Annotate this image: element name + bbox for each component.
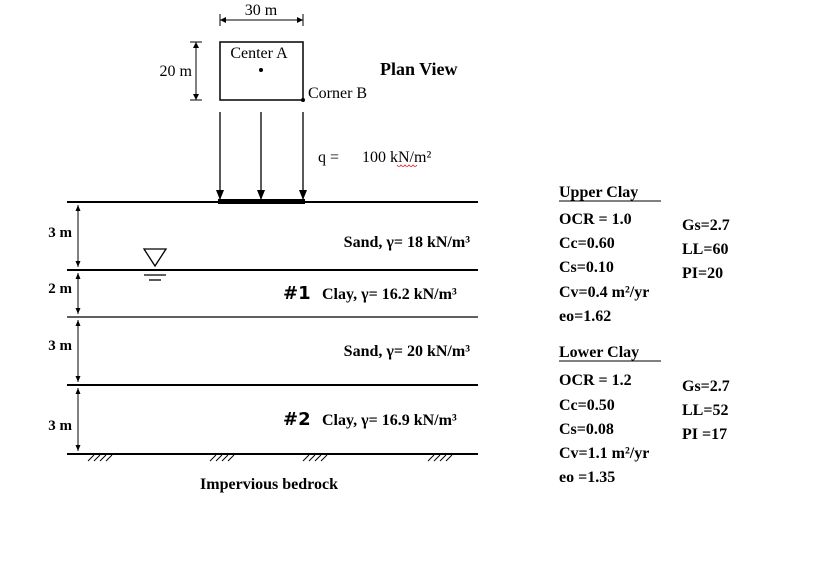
footing-plan [219, 41, 304, 101]
upper-cc: Cc=0.60 [559, 235, 615, 252]
upper-ocr: OCR = 1.0 [559, 211, 632, 228]
layer-4-number: #2 [283, 409, 311, 430]
height-label: 20 m [160, 63, 193, 80]
upper-gs: Gs=2.7 [682, 217, 730, 234]
depth-label-4: 3 m [48, 418, 72, 434]
footing-section [218, 199, 305, 204]
depth-label-1: 3 m [48, 225, 72, 241]
upper-cs: Cs=0.10 [559, 259, 614, 276]
q-label: q = [318, 149, 339, 166]
lower-ocr: OCR = 1.2 [559, 372, 632, 389]
upper-clay-properties: Upper Clay OCR = 1.0 Cc=0.60 Cs=0.10 Cv=… [559, 184, 730, 325]
upper-pi: PI=20 [682, 265, 723, 282]
layer-2-label: Clay, γ= 16.2 kN/m³ [322, 286, 457, 303]
depth-label-2: 2 m [48, 281, 72, 297]
lower-cv: Cv=1.1 m²/yr [559, 445, 649, 462]
upper-clay-heading: Upper Clay [559, 184, 638, 201]
layer-4-label: Clay, γ= 16.9 kN/m³ [322, 412, 457, 429]
lower-eo: eo =1.35 [559, 469, 615, 486]
layer-3-label: Sand, γ= 20 kN/m³ [344, 343, 471, 360]
lower-gs: Gs=2.7 [682, 378, 730, 395]
center-a-label: Center A [230, 45, 288, 62]
q-value: 100 kN/m² [362, 149, 431, 166]
corner-b-label: Corner B [308, 85, 367, 102]
lower-clay-properties: Lower Clay OCR = 1.2 Cc=0.50 Cs=0.08 Cv=… [559, 344, 730, 486]
soil-profile: Impervious bedrock 3 m 2 m 3 m 3 m Sand,… [48, 199, 478, 493]
lower-pi: PI =17 [682, 426, 727, 443]
layer-2-number: #1 [283, 283, 311, 304]
upper-ll: LL=60 [682, 241, 728, 258]
bedrock-label: Impervious bedrock [200, 476, 338, 493]
depth-label-3: 3 m [48, 338, 72, 354]
corner-b-point [301, 98, 305, 102]
width-label: 30 m [245, 2, 278, 19]
layer-1-label: Sand, γ= 18 kN/m³ [344, 234, 471, 251]
lower-cs: Cs=0.08 [559, 421, 614, 438]
load-arrows: q = 100 kN/m² [216, 112, 431, 200]
lower-clay-heading: Lower Clay [559, 344, 639, 361]
lower-ll: LL=52 [682, 402, 728, 419]
center-a-point [259, 68, 263, 72]
plan-view-title: Plan View [380, 59, 458, 79]
lower-cc: Cc=0.50 [559, 397, 615, 414]
water-table-icon [138, 248, 172, 281]
upper-eo: eo=1.62 [559, 308, 611, 325]
upper-cv: Cv=0.4 m²/yr [559, 284, 649, 301]
bedrock-hatching [87, 454, 453, 462]
plan-view: 30 m 20 m Center A Corner B Plan View [160, 2, 458, 102]
